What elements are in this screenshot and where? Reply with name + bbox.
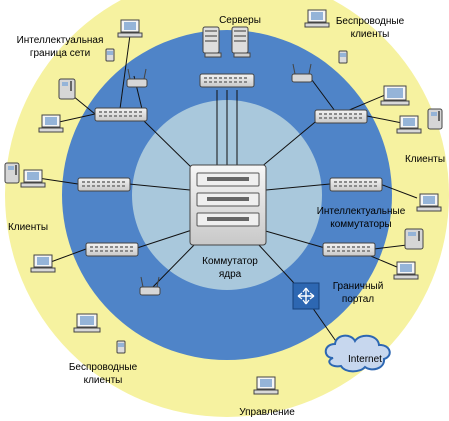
servers-label: Серверы	[219, 15, 261, 26]
client-top-center-left	[117, 19, 143, 38]
pda-top-right	[338, 50, 348, 64]
phone-right-mid-top	[427, 108, 443, 130]
client-left-lower	[30, 254, 56, 273]
laptop-right-top	[380, 85, 410, 106]
core-switch-line1: Коммутатор	[202, 256, 258, 267]
client-right-lower	[393, 261, 419, 280]
intelligent-edge-line2: граница сети	[30, 48, 90, 59]
client-left-mid	[20, 169, 46, 188]
client-right-mid-top	[396, 115, 422, 134]
pda-bottom-left	[116, 340, 126, 354]
server-switch	[199, 73, 255, 88]
wireless-clients-bottom-line1: Беспроводные	[69, 362, 138, 373]
text-labels: Серверы Беспроводные клиенты Интеллектуа…	[8, 15, 445, 418]
border-portal	[292, 282, 320, 310]
ring-switch-right	[329, 177, 383, 192]
clients-left-label: Клиенты	[8, 222, 48, 233]
phone-right-lower	[404, 228, 424, 250]
laptop-bottom-left	[73, 313, 101, 333]
pda-top-left	[105, 48, 115, 62]
core-connections	[128, 90, 331, 296]
wireless-ap-top-left	[126, 68, 148, 88]
core-switch-line2: ядра	[219, 269, 242, 280]
management-client	[253, 376, 279, 395]
internet-cloud	[324, 334, 391, 373]
server-left	[202, 26, 222, 58]
client-right-mid	[416, 193, 442, 212]
phone-left-top	[58, 78, 76, 100]
wireless-ap-bottom	[139, 276, 161, 296]
client-left-top	[38, 114, 64, 133]
core-switch	[189, 164, 267, 246]
ring-switch-lower-right	[322, 242, 376, 257]
server-right	[231, 26, 251, 58]
wireless-clients-bottom-line2: клиенты	[84, 375, 123, 386]
ring-switch-upper-right	[314, 109, 368, 124]
intelligent-edge-line1: Интеллектуальная	[17, 35, 104, 46]
wireless-clients-top-line2: клиенты	[351, 29, 390, 40]
wireless-ap-top-right	[291, 63, 313, 83]
server-group	[202, 26, 251, 58]
clients-right-label: Клиенты	[405, 154, 445, 165]
border-portal-line1: Граничный	[333, 281, 384, 292]
intelligent-switches-line1: Интеллектуальные	[317, 206, 406, 217]
ring-switch-upper-left	[94, 107, 148, 122]
client-top-right	[304, 9, 330, 28]
intelligent-switches-line2: коммутаторы	[330, 219, 392, 230]
internet-label: Internet	[348, 354, 382, 365]
border-portal-line2: портал	[342, 294, 374, 305]
phone-left-mid	[4, 162, 20, 184]
ring-switch-lower-left	[85, 242, 139, 257]
ring-switch-left	[77, 177, 131, 192]
wireless-clients-top-line1: Беспроводные	[336, 16, 405, 27]
management-label: Управление	[239, 407, 295, 418]
